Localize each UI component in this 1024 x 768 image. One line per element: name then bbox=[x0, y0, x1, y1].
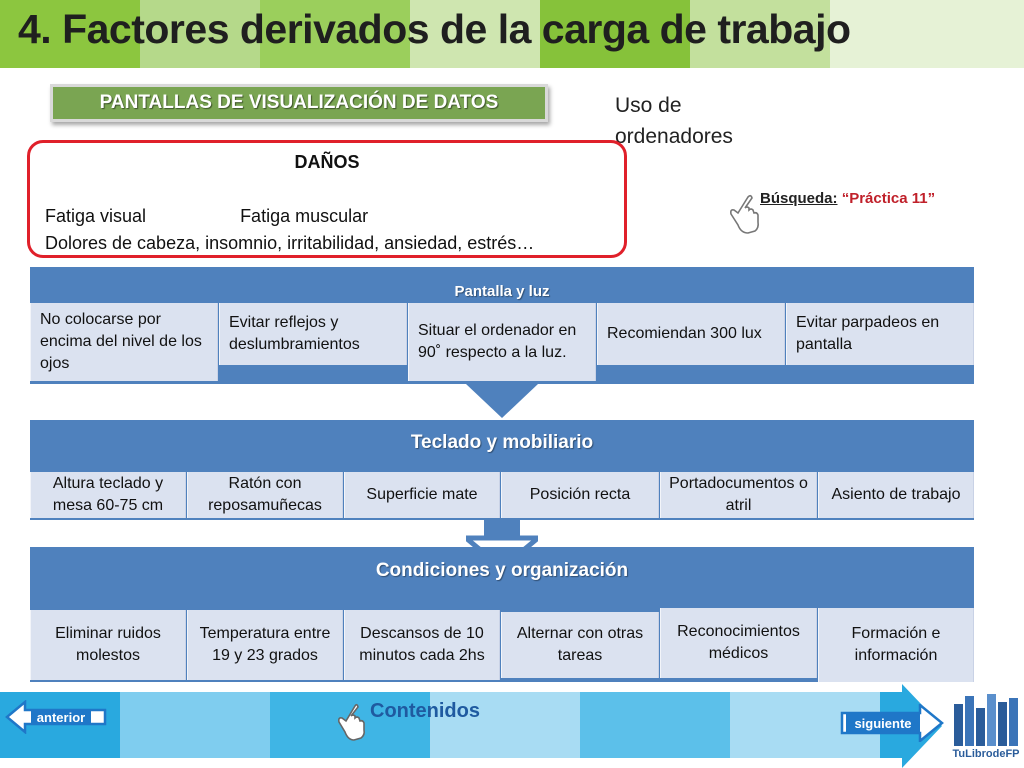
section-title-teclado-mobiliario: Teclado y mobiliario bbox=[410, 432, 594, 453]
item-formacion: Formación e información bbox=[818, 608, 974, 682]
item-superficie-mate: Superficie mate bbox=[344, 472, 500, 518]
section-title-pantalla-luz: Pantalla y luz bbox=[454, 283, 550, 300]
danos-title: DAÑOS bbox=[294, 152, 360, 172]
danos-line: Dolores de cabeza, insomnio, irritabilid… bbox=[45, 233, 535, 253]
tulibrodefp-logo bbox=[948, 690, 1024, 768]
item-posicion-recta: Posición recta bbox=[501, 472, 659, 518]
search-value: “Práctica 11” bbox=[841, 190, 936, 207]
item-raton: Ratón con reposamuñecas bbox=[187, 472, 343, 518]
next-button-label[interactable]: siguiente bbox=[846, 714, 920, 732]
danos-item-fatiga-muscular: Fatiga muscular bbox=[240, 206, 369, 226]
item-evitar-reflejos: Evitar reflejos y deslumbramientos bbox=[219, 303, 407, 365]
item-altura-teclado: Altura teclado y mesa 60-75 cm bbox=[30, 472, 186, 518]
item-asiento: Asiento de trabajo bbox=[818, 472, 974, 518]
logo-text: TuLibrodeFP bbox=[952, 748, 1020, 760]
pantallas-header-button[interactable]: PANTALLAS DE VISUALIZACIÓN DE DATOS bbox=[50, 84, 548, 122]
pointing-hand-icon[interactable] bbox=[337, 703, 367, 743]
danos-items: Fatiga visual Fatiga muscular bbox=[45, 206, 368, 227]
slide-title: 4. Factores derivados de la carga de tra… bbox=[18, 6, 851, 52]
contenidos-link[interactable]: Contenidos bbox=[370, 700, 480, 722]
item-descansos: Descansos de 10 minutos cada 2hs bbox=[344, 610, 500, 680]
item-temperatura: Temperatura entre 19 y 23 grados bbox=[187, 610, 343, 680]
section-title-condiciones-organizacion: Condiciones y organización bbox=[375, 560, 629, 581]
title-band bbox=[0, 0, 1024, 68]
item-eliminar-ruidos: Eliminar ruidos molestos bbox=[30, 610, 186, 680]
item-alternar: Alternar con otras tareas bbox=[501, 612, 659, 678]
uso-ordenadores-text: Uso de ordenadores bbox=[615, 94, 733, 148]
pointing-hand-icon[interactable] bbox=[728, 193, 762, 237]
item-no-colocarse: No colocarse por encima del nivel de los… bbox=[30, 303, 218, 381]
item-reconocimientos: Reconocimientos médicos bbox=[660, 608, 817, 678]
item-situar-ordenador: Situar el ordenador en 90˚ respecto a la… bbox=[408, 303, 596, 381]
search-label: Búsqueda: bbox=[760, 190, 838, 207]
danos-box: DAÑOS Fatiga visual Fatiga muscular Dolor… bbox=[27, 140, 627, 258]
danos-item-fatiga-visual: Fatiga visual bbox=[45, 206, 147, 226]
search-note[interactable]: Búsqueda: “Práctica 11” bbox=[760, 190, 935, 207]
item-recomiendan-lux: Recomiendan 300 lux bbox=[597, 303, 785, 365]
previous-button-label[interactable]: anterior bbox=[31, 709, 91, 725]
item-evitar-parpadeos: Evitar parpadeos en pantalla bbox=[786, 303, 974, 365]
item-portadocumentos: Portadocumentos o atril bbox=[660, 472, 817, 518]
